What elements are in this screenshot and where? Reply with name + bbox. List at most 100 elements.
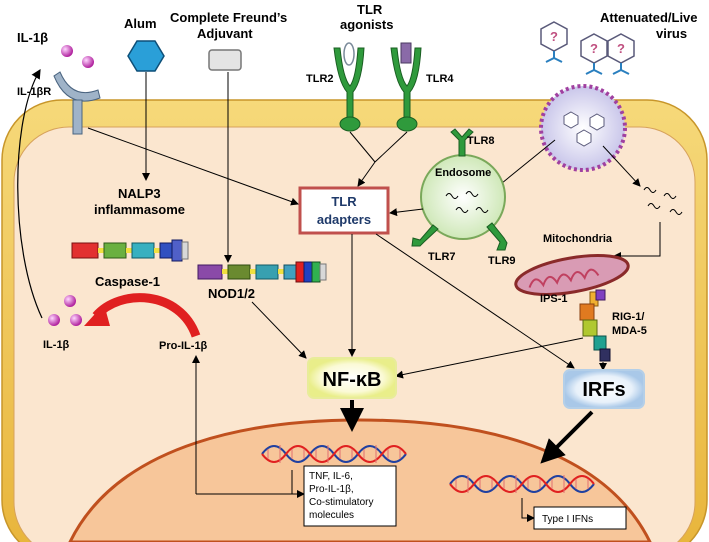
tlr-adapters-line1: TLR — [331, 194, 357, 209]
nfkb-product-line: Co-stimulatory — [309, 497, 373, 508]
tlr-agonists-line1: TLR — [357, 2, 383, 17]
nod12-group: NOD1/2 — [197, 261, 327, 359]
nfkb-group: NF-κB — [307, 357, 397, 432]
nfkb-products-box: TNF, IL-6, Pro-IL-1β, Co-stimulatory mol… — [303, 465, 397, 527]
nalp3-label-line2: inflammasome — [94, 202, 185, 217]
irfs-group: IRFs — [540, 369, 645, 464]
ips1-label: IPS-1 — [540, 293, 568, 305]
mitochondria-cristae — [528, 268, 600, 288]
virus-particle-icon: ? — [580, 33, 608, 75]
dna-nfkb-icon — [261, 445, 407, 463]
tlr4-ligand-icon — [400, 42, 412, 64]
tlr-adapters-group: TLR adapters — [87, 127, 575, 369]
tlr-agonists-group: TLR agonists TLR2 TLR4 — [306, 2, 454, 187]
tlr8-label: TLR8 — [467, 135, 495, 147]
adapters-to-irfs-arrow — [375, 233, 575, 369]
irfs-to-nucleus-arrow — [540, 410, 594, 464]
il1b-ball — [70, 314, 82, 326]
dna-irfs-icon — [449, 475, 595, 493]
endosome-rna-icon — [445, 191, 489, 213]
caspase1-complex-icon — [71, 239, 189, 262]
rig1-mda5-icon — [579, 289, 611, 362]
mitochondria-label: Mitochondria — [543, 233, 613, 245]
tlr9-label: TLR9 — [488, 255, 516, 267]
cfa-group: Complete Freund’s Adjuvant — [170, 10, 287, 263]
il1br-to-adapters-arrow — [87, 127, 299, 206]
tlr-agonists-line2: agonists — [340, 17, 393, 32]
alum-group: Alum — [124, 16, 165, 181]
tlr8-receptor-icon — [450, 128, 474, 157]
tlr9-receptor-icon — [486, 222, 508, 251]
tlr7-receptor-icon — [411, 224, 439, 247]
cfa-box-icon — [208, 49, 242, 71]
virus-particle-icon: ? — [607, 33, 635, 75]
tlr4-receptor-icon — [390, 47, 422, 119]
tlr4-converge-line — [374, 131, 408, 163]
il1b-left-label: IL-1β — [43, 339, 70, 351]
svg-text:?: ? — [590, 41, 598, 56]
nod12-complex-icon — [197, 261, 327, 283]
virus-particle-icon: ? — [540, 21, 568, 63]
caspase-cleavage-arrow — [92, 293, 201, 338]
alum-label: Alum — [124, 16, 157, 31]
alum-hexagon-icon — [127, 40, 165, 72]
tlr4-base — [396, 116, 418, 132]
il1b-top-label: IL-1β — [17, 30, 48, 45]
il1b-receptor-group: IL-1β IL-1βR — [17, 30, 101, 319]
tlr-converge-arrow — [357, 161, 376, 187]
virus-label-line1: Attenuated/Live — [600, 10, 698, 25]
rig1-label-line2: MDA-5 — [612, 325, 647, 337]
nfkb-product-line: molecules — [309, 510, 354, 521]
nalp3-label-line1: NALP3 — [118, 186, 161, 201]
il1br-label: IL-1βR — [17, 86, 51, 98]
nfkb-product-line: TNF, IL-6, — [309, 471, 353, 482]
tlr2-base — [339, 116, 361, 132]
dna-irfs-rungs — [455, 475, 589, 493]
cfa-label-line1: Complete Freund’s — [170, 10, 287, 25]
il1b-receptor-stalk — [72, 99, 83, 135]
tlr7-label: TLR7 — [428, 251, 456, 263]
rna-to-rig1-arrow — [613, 222, 661, 260]
tlr-adapters-box — [298, 186, 390, 235]
tlr2-label: TLR2 — [306, 73, 334, 85]
svg-text:?: ? — [617, 41, 625, 56]
endosome-label: Endosome — [435, 167, 491, 179]
tlr-adapters-line2: adapters — [317, 212, 371, 227]
tlr2-receptor-icon — [333, 47, 365, 119]
il1b-processing-group: IL-1β Pro-IL-1β — [43, 293, 208, 494]
irfs-box — [563, 369, 645, 409]
pro-il1b-label: Pro-IL-1β — [159, 340, 208, 352]
nod12-label: NOD1/2 — [208, 286, 255, 301]
tlr2-converge-line — [349, 131, 376, 163]
type1-ifns-label: Type I IFNs — [542, 514, 593, 525]
virus-to-rna-arrow — [602, 145, 641, 187]
virus-inside-icon — [563, 111, 605, 147]
virus-label-line2: virus — [656, 26, 687, 41]
irfs-label: IRFs — [582, 379, 625, 401]
type1-ifns-box: Type I IFNs — [533, 506, 627, 530]
mitochondria-group: Mitochondria IPS-1 RIG-1/ MDA-5 — [395, 233, 647, 379]
tlr4-label: TLR4 — [426, 73, 454, 85]
virus-vesicle — [539, 84, 627, 172]
nod12-to-nfkb-arrow — [251, 301, 307, 359]
dna-irfs-to-products-line — [521, 498, 535, 522]
il1b-ball — [64, 295, 76, 307]
il1b-ball — [48, 314, 60, 326]
nfkb-label: NF-κB — [323, 369, 382, 391]
nalp3-group: NALP3 inflammasome Caspase-1 — [71, 186, 189, 289]
caspase1-label: Caspase-1 — [95, 274, 160, 289]
dna-nfkb-rungs — [267, 445, 401, 463]
nfkb-box — [307, 357, 397, 399]
endosome-to-adapters-arrow — [389, 208, 424, 217]
caspase-cleavage-arrowhead — [84, 304, 110, 326]
il1b-ball — [61, 45, 73, 57]
cfa-label-line2: Adjuvant — [197, 26, 253, 41]
rig1-to-nfkb-arrow — [395, 337, 584, 379]
virus-group: Attenuated/Live virus ? ? ? — [485, 10, 698, 260]
il1b-ball — [82, 56, 94, 68]
il1b-export-arrow — [17, 68, 43, 319]
endosome-group: Endosome TLR8 TLR7 TLR9 — [389, 128, 516, 267]
rig1-label-line1: RIG-1/ — [612, 311, 644, 323]
il1b-receptor-icon — [53, 71, 101, 102]
